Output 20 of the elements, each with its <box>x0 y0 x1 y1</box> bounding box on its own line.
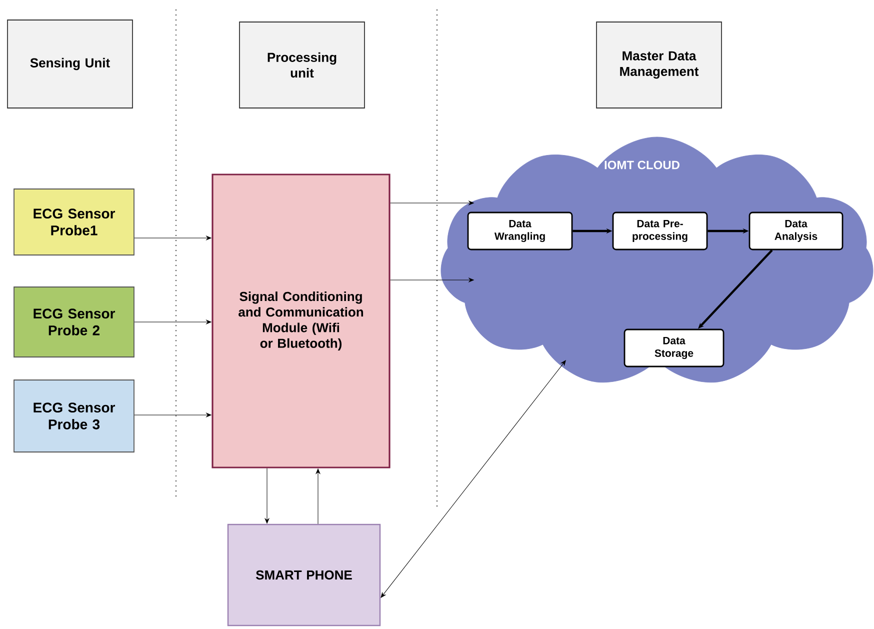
phone-box: SMART PHONE <box>227 524 381 626</box>
process-box: Data Analysis <box>748 212 844 250</box>
module-box: Signal Conditioning and Communication Module (Wifi or Bluetooth) <box>212 174 390 468</box>
process-box: Data Wrangling <box>467 212 573 250</box>
arrow <box>380 360 566 598</box>
arrow <box>134 412 212 418</box>
column-heading-box: Processing unit <box>239 22 365 108</box>
column-heading-box: Master Data Management <box>596 22 722 108</box>
sensor-box: ECG Sensor Probe1 <box>14 188 134 256</box>
arrow <box>134 320 212 324</box>
arrow <box>316 468 320 524</box>
process-box: Data Pre-processing <box>612 212 708 250</box>
arrow <box>390 278 474 282</box>
arrow <box>390 200 474 206</box>
column-heading-box: Sensing Unit <box>7 20 133 108</box>
process-box: Data Storage <box>624 328 724 368</box>
arrow <box>134 236 212 240</box>
arrow <box>264 468 270 524</box>
sensor-box: ECG Sensor Probe 2 <box>14 286 134 358</box>
sensor-box: ECG Sensor Probe 3 <box>14 380 134 452</box>
